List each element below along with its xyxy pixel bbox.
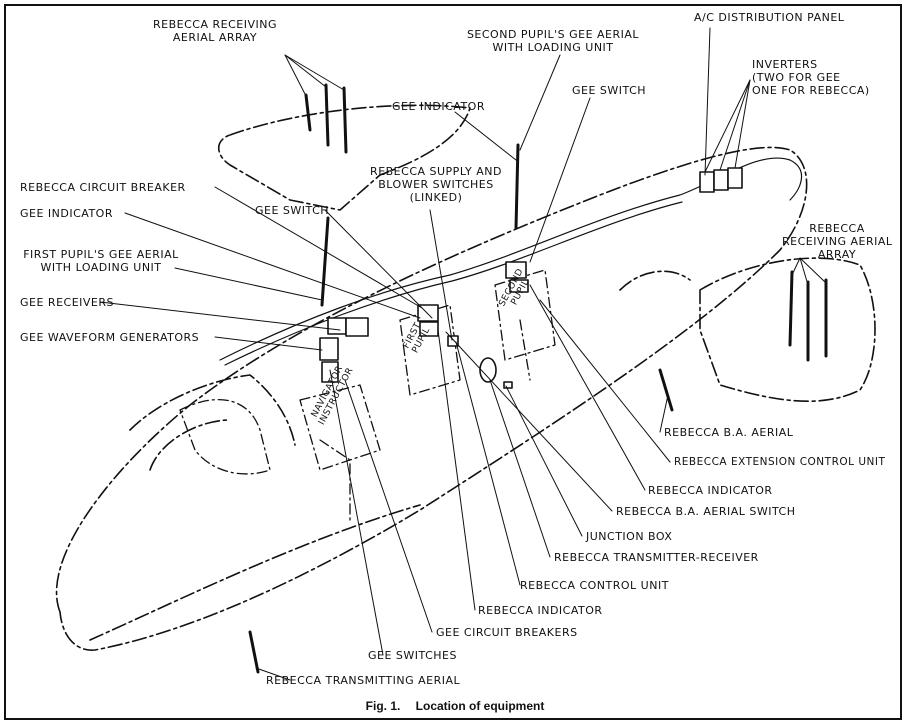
label-gee-switch-left: GEE SWITCH: [255, 204, 330, 217]
label-rebecca-ba-aerial-switch: REBECCA B.A. AERIAL SWITCH: [616, 505, 796, 518]
label-rebecca-receiving-aerial-array: REBECCA RECEIVING AERIAL ARRAY: [153, 18, 277, 44]
label-gee-switch-right: GEE SWITCH: [572, 84, 647, 97]
label-gee-indicator-top: GEE INDICATOR: [392, 100, 485, 113]
aerials: [248, 83, 828, 674]
fuselage-outline: [55, 146, 808, 651]
label-rebecca-circuit-breaker: REBECCA CIRCUIT BREAKER: [20, 181, 186, 194]
label-rebecca-indicator-bottom: REBECCA INDICATOR: [478, 604, 603, 617]
label-rebecca-control-unit: REBECCA CONTROL UNIT: [520, 579, 669, 592]
label-junction-box: JUNCTION BOX: [586, 530, 673, 543]
label-gee-switches: GEE SWITCHES: [368, 649, 457, 662]
label-ac-distribution-panel: A/C DISTRIBUTION PANEL: [694, 11, 845, 24]
figure-frame: [4, 4, 902, 720]
leader-lines: [99, 27, 827, 681]
label-second-pupil-gee-aerial: SECOND PUPIL'S GEE AERIAL WITH LOADING U…: [466, 28, 640, 54]
label-gee-circuit-breakers: GEE CIRCUIT BREAKERS: [436, 626, 578, 639]
label-rebecca-receiving-aerial-array-right: REBECCA RECEIVING AERIAL ARRAY: [782, 222, 893, 261]
label-rebecca-indicator-right: REBECCA INDICATOR: [648, 484, 773, 497]
figure-caption: Fig. 1. Location of equipment: [0, 699, 910, 713]
wiring-harness: [219, 157, 803, 361]
label-rebecca-transmitting-aerial: REBECCA TRANSMITTING AERIAL: [266, 674, 461, 687]
right-wing-outline: [619, 257, 876, 402]
label-gee-indicator-left: GEE INDICATOR: [20, 207, 113, 220]
label-first-pupil-gee-aerial: FIRST PUPIL'S GEE AERIAL WITH LOADING UN…: [23, 248, 179, 274]
label-rebecca-ba-aerial: REBECCA B.A. AERIAL: [664, 426, 794, 439]
label-inverters: INVERTERS (TWO FOR GEE ONE FOR REBECCA): [752, 58, 870, 97]
label-rebecca-supply-switches: REBECCA SUPPLY AND BLOWER SWITCHES (LINK…: [370, 165, 502, 204]
figure-title: Location of equipment: [415, 699, 545, 713]
equipment: [319, 167, 743, 389]
left-wing-outline: [217, 104, 471, 211]
label-rebecca-extension-control-unit: REBECCA EXTENSION CONTROL UNIT: [674, 456, 886, 468]
label-rebecca-transmitter-receiver: REBECCA TRANSMITTER-RECEIVER: [554, 551, 759, 564]
label-gee-waveform-generators: GEE WAVEFORM GENERATORS: [20, 331, 200, 344]
figure-number: Fig. 1.: [365, 699, 401, 713]
label-gee-receivers: GEE RECEIVERS: [20, 296, 114, 309]
